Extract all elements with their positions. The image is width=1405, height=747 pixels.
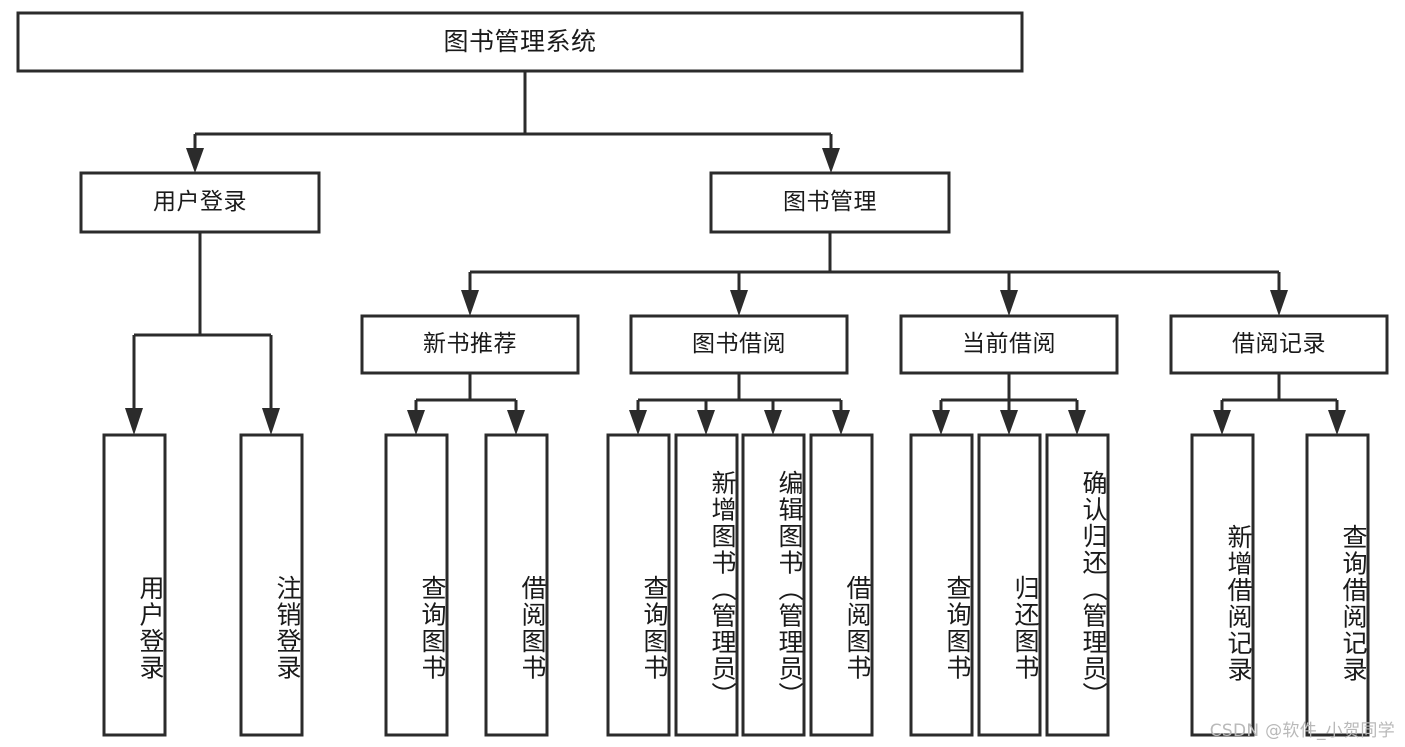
arrow-head-current-borrow	[1000, 290, 1018, 316]
arrow-head-leaf-borrow-book-1	[507, 410, 525, 435]
arrow-head-book-borrow	[730, 290, 748, 316]
node-leaf-query-book-3[interactable]	[909, 433, 974, 737]
arrow-head-leaf-user-logout	[262, 408, 280, 435]
node-root-book-management-system[interactable]	[16, 11, 1024, 73]
arrow-head-leaf-user-login	[125, 408, 143, 435]
node-leaf-return-book[interactable]	[977, 433, 1042, 737]
arrow-head-leaf-add-book	[697, 410, 715, 435]
node-borrow-record[interactable]	[1169, 314, 1389, 375]
node-leaf-add-book[interactable]	[674, 433, 739, 737]
arrow-head-leaf-query-book-3	[932, 410, 950, 435]
node-leaf-confirm-return[interactable]	[1045, 433, 1110, 737]
arrow-head-leaf-borrow-book-2	[832, 410, 850, 435]
arrow-head-leaf-query-record	[1328, 410, 1346, 435]
arrow-head-leaf-add-record	[1213, 410, 1231, 435]
node-leaf-query-book-2[interactable]	[606, 433, 671, 737]
node-leaf-edit-book[interactable]	[741, 433, 806, 737]
node-leaf-query-book-1[interactable]	[384, 433, 449, 737]
arrow-head-leaf-query-book-2	[629, 410, 647, 435]
node-leaf-add-record[interactable]	[1190, 433, 1255, 737]
csdn-watermark: CSDN @软件_小贺同学	[1209, 721, 1395, 741]
node-leaf-borrow-book-1[interactable]	[484, 433, 549, 737]
arrow-head-leaf-edit-book	[764, 410, 782, 435]
node-book-borrow[interactable]	[629, 314, 849, 375]
arrow-head-new-book-recommend	[461, 290, 479, 316]
arrow-head-borrow-record	[1270, 290, 1288, 316]
node-book-management[interactable]	[709, 171, 951, 234]
node-leaf-query-record[interactable]	[1305, 433, 1370, 737]
node-leaf-borrow-book-2[interactable]	[809, 433, 874, 737]
node-leaf-user-login[interactable]	[102, 433, 167, 737]
arrow-head-leaf-query-book-1	[407, 410, 425, 435]
arrow-head-book-management	[822, 148, 840, 173]
node-current-borrow[interactable]	[899, 314, 1119, 375]
node-new-book-recommend[interactable]	[360, 314, 580, 375]
arrow-head-user-login	[186, 148, 204, 173]
node-user-login[interactable]	[79, 171, 321, 234]
node-leaf-user-logout[interactable]	[239, 433, 304, 737]
arrow-head-leaf-confirm-return	[1068, 410, 1086, 435]
arrow-head-leaf-return-book	[1000, 410, 1018, 435]
